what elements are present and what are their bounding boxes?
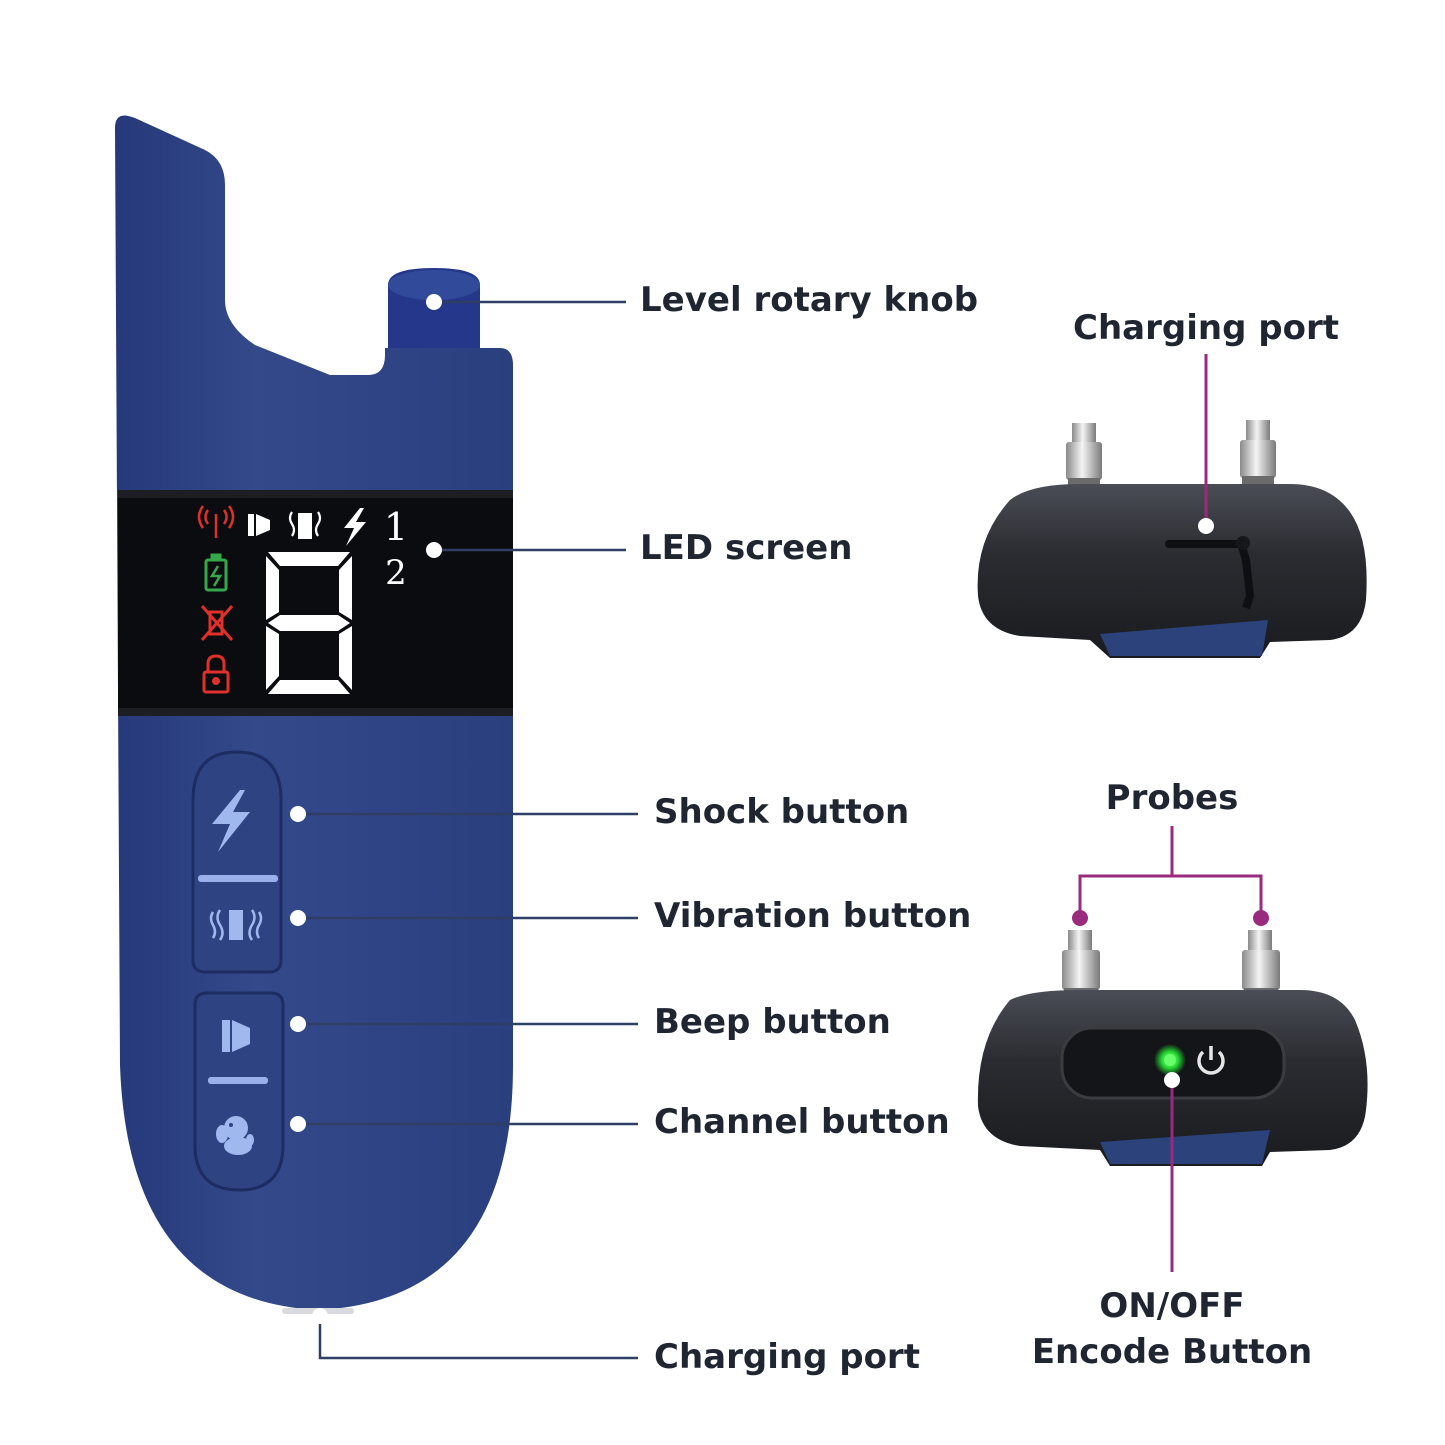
label-led-screen: LED screen — [640, 528, 853, 568]
label-channel-button: Channel button — [654, 1102, 950, 1142]
beep-channel-button-group — [193, 991, 285, 1192]
power-icon — [1197, 1046, 1225, 1075]
label-encode-button: Encode Button — [1031, 1332, 1313, 1372]
label-vibration-button: Vibration button — [654, 896, 972, 936]
channel-button[interactable] — [216, 1116, 254, 1155]
beep-button[interactable] — [222, 1020, 250, 1052]
leader-dots — [290, 294, 442, 1324]
label-charging-port-collar: Charging port — [1073, 308, 1339, 348]
lightning-icon — [344, 508, 366, 546]
speaker-icon — [222, 1020, 250, 1052]
onoff-leader — [1164, 1072, 1180, 1272]
dog-icon — [216, 1116, 254, 1155]
collar-charging-port — [1165, 540, 1243, 548]
shock-vibration-button-group — [191, 750, 283, 974]
collar-receiver-back — [977, 420, 1367, 658]
label-shock-button: Shock button — [654, 792, 910, 832]
label-charging-port-remote: Charging port — [654, 1337, 920, 1377]
label-level-rotary-knob: Level rotary knob — [640, 280, 979, 320]
speaker-icon — [248, 514, 270, 536]
collar-charging-leader — [1198, 354, 1214, 534]
probe — [1242, 930, 1280, 998]
leader-lines — [298, 300, 638, 1360]
probe — [1240, 420, 1276, 486]
seven-segment-digit — [266, 552, 352, 694]
label-probes: Probes — [1105, 778, 1239, 818]
vibration-icon — [209, 909, 263, 941]
lock-icon — [202, 654, 230, 694]
button-divider — [208, 1077, 268, 1084]
channel-1-indicator: 1 — [384, 505, 408, 549]
battery-charging-icon — [204, 553, 228, 592]
signal-antenna-icon — [197, 505, 235, 538]
vibration-off-icon — [200, 605, 234, 641]
label-beep-button: Beep button — [654, 1002, 891, 1042]
lightning-icon — [212, 790, 250, 852]
shock-button[interactable] — [212, 790, 250, 852]
vibration-button[interactable] — [209, 909, 263, 941]
remote-transmitter: 1 2 — [115, 115, 513, 1314]
label-onoff: ON/OFF — [1099, 1286, 1245, 1326]
probes-leader — [1078, 826, 1263, 918]
vibration-icon — [288, 511, 322, 539]
probe — [1066, 423, 1102, 488]
probe — [1062, 930, 1100, 998]
channel-2-indicator: 2 — [385, 553, 407, 593]
button-divider — [198, 875, 278, 882]
